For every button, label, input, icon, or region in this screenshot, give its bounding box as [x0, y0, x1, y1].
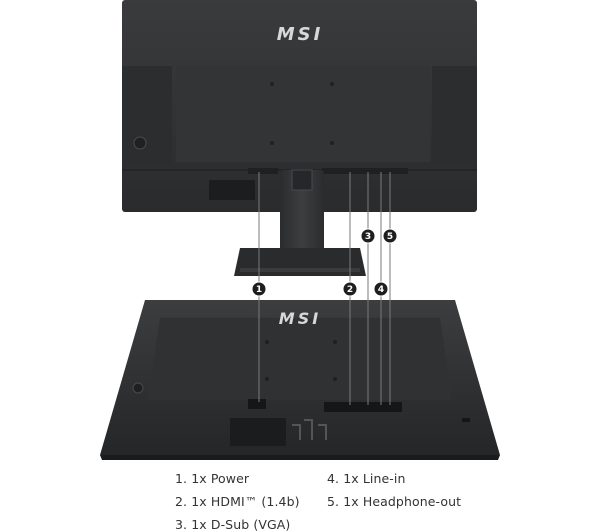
monitor-underside-view: MSI — [100, 300, 500, 460]
spec-number: 5. — [327, 494, 340, 509]
vesa-screw — [270, 141, 274, 145]
callout-badge-5: 5 — [382, 228, 398, 244]
callout-badge-1: 1 — [251, 281, 267, 297]
callout-badge-2: 2 — [342, 281, 358, 297]
spec-text: 1x HDMI™ (1.4b) — [191, 494, 300, 509]
io-port-bay — [324, 402, 402, 412]
spec-text: 1x D-Sub (VGA) — [191, 517, 291, 532]
right-side-vent — [432, 66, 477, 166]
spec-number: 1. — [175, 471, 188, 486]
spec-item-power: 1. 1x Power — [175, 471, 249, 486]
spec-text: 1x Power — [191, 471, 250, 486]
spec-item-headphone-out: 5. 1x Headphone-out — [327, 494, 461, 509]
vesa-screw — [333, 377, 337, 381]
vesa-screw — [330, 141, 334, 145]
callout-badge-4: 4 — [373, 281, 389, 297]
brand-logo: MSI — [277, 24, 324, 45]
spec-item-dsub: 3. 1x D-Sub (VGA) — [175, 517, 290, 532]
vesa-screw — [333, 340, 337, 344]
stand-neck-bracket — [291, 169, 313, 191]
spec-item-line-in: 4. 1x Line-in — [327, 471, 406, 486]
vesa-screw — [265, 377, 269, 381]
monitor-stand — [234, 169, 366, 276]
lower-left-port-area — [209, 180, 255, 200]
cable-clip — [292, 419, 327, 440]
joystick-button-icon — [133, 136, 147, 150]
vesa-screw — [270, 82, 274, 86]
port-spec-list: 1. 1x Power 2. 1x HDMI™ (1.4b) 3. 1x D-S… — [0, 462, 600, 532]
spec-number: 2. — [175, 494, 188, 509]
svg-text:3: 3 — [365, 232, 371, 242]
svg-text:5: 5 — [387, 232, 393, 242]
back-panel-recess — [176, 66, 430, 162]
spec-number: 4. — [327, 471, 340, 486]
callout-badge-3: 3 — [360, 228, 376, 244]
spec-item-hdmi: 2. 1x HDMI™ (1.4b) — [175, 494, 300, 509]
spec-text: 1x Headphone-out — [343, 494, 462, 509]
vesa-screw — [265, 340, 269, 344]
lower-left-port-area — [230, 418, 286, 446]
spec-text: 1x Line-in — [343, 471, 406, 486]
stand-neck — [280, 170, 324, 270]
joystick-button-icon — [132, 382, 144, 394]
spec-number: 3. — [175, 517, 188, 532]
svg-text:2: 2 — [347, 285, 353, 295]
port-strip — [322, 168, 408, 174]
power-port — [248, 399, 266, 409]
svg-text:4: 4 — [378, 285, 384, 295]
left-side-vent — [122, 66, 172, 166]
port-strip — [248, 168, 278, 174]
brand-logo: MSI — [279, 309, 321, 328]
kensington-slot — [462, 418, 470, 422]
callout-lines — [258, 172, 391, 405]
svg-text:1: 1 — [256, 285, 262, 295]
vesa-screw — [330, 82, 334, 86]
